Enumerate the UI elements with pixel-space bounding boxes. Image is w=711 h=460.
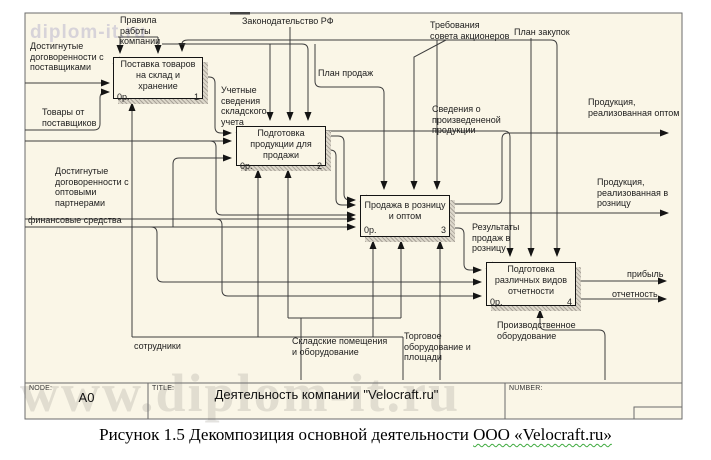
activity-1-cost: 0р. [117, 92, 130, 103]
input-label-wholesale-agreements: Достигнутые договоренности с оптовыми па… [55, 166, 129, 208]
mechanism-label-trade-equipment: Торговое оборудование и площади [404, 331, 471, 363]
watermark-small: diplom-it.ru [30, 22, 147, 43]
node-label: NODE: [29, 385, 53, 392]
output-label-profit: прибыль [627, 269, 664, 279]
activity-2-name: Подготовка продукции для продажи [250, 128, 312, 160]
activity-3-number: 3 [440, 225, 446, 235]
control-label-procurement: План закупок [514, 27, 570, 37]
activity-1-number: 1 [193, 92, 199, 103]
mechanism-label-production-equipment: Производственное оборудование [497, 320, 576, 341]
title-value: Деятельность компании "Velocraft.ru" [214, 387, 439, 402]
output-label-retail-results: Результаты продаж в розницу [472, 222, 520, 254]
output-label-wholesale: Продукция, реализованная оптом [588, 97, 680, 118]
activity-4-cost: 0р. [490, 297, 503, 308]
title-label: TITLE: [152, 385, 175, 392]
activity-box-3: Продажа в розницу и оптом 0р. 3 [360, 195, 450, 237]
figure-caption: Рисунок 1.5 Декомпозиция основной деятел… [0, 425, 711, 445]
activity-4-number: 4 [566, 297, 572, 308]
control-label-board: Требования совета акционеров [430, 20, 510, 41]
activity-4-name: Подготовка различных видов отчетности [494, 264, 568, 296]
activity-box-1: Поставка товаров на склад и хранение 0р.… [113, 57, 203, 103]
caption-highlight: ООО «Velocraft.ru» [473, 425, 612, 444]
input-label-supplier-agreements: Достигнутые договоренности с поставщикам… [30, 41, 104, 73]
mechanism-label-warehouse-facilities: Складские помещения и оборудование [292, 336, 388, 357]
caption-text: Рисунок 1.5 Декомпозиция основной деятел… [99, 425, 474, 444]
input-label-supplier-goods: Товары от поставщиков [42, 107, 97, 128]
control-label-rules: Правила работы компании [120, 15, 161, 47]
control-label-law: Законодательство РФ [242, 16, 334, 26]
activity-box-4: Подготовка различных видов отчетности 0р… [486, 262, 576, 308]
mechanism-label-staff: сотрудники [134, 341, 181, 351]
control-label-sales-plan: План продаж [318, 68, 374, 78]
output-label-warehouse-records: Учетные сведения складского учета [221, 85, 267, 127]
activity-2-cost: 0р. [240, 161, 253, 172]
activity-1-name: Поставка товаров на склад и хранение [120, 59, 196, 91]
activity-2-number: 2 [316, 161, 322, 172]
output-label-reporting: отчетность [612, 289, 658, 299]
node-value: A0 [78, 390, 95, 405]
activity-box-2: Подготовка продукции для продажи 0р. 2 [236, 126, 326, 171]
watermark-large: www.diplom-it.ru [20, 363, 461, 423]
output-label-produced-info: Сведения о произведененой продукции [432, 104, 501, 136]
output-label-retail: Продукция, реализованная в розницу [597, 177, 669, 209]
activity-3-cost: 0р. [364, 225, 377, 235]
number-label: NUMBER: [509, 385, 543, 392]
activity-3-name: Продажа в розницу и оптом [364, 199, 446, 221]
input-label-finances: финансовые средства [28, 215, 122, 225]
